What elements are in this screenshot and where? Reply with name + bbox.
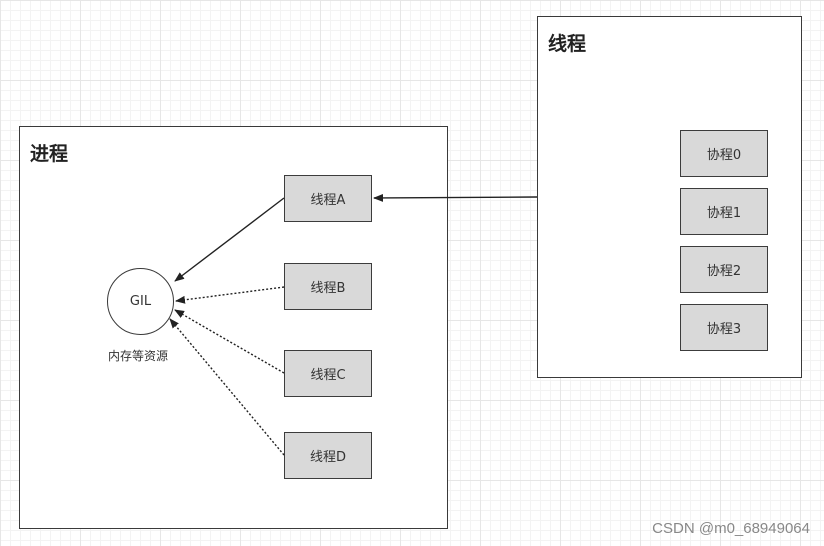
- gil-node: GIL: [107, 268, 174, 335]
- thread-b-box: 线程B: [284, 263, 372, 310]
- resource-caption: 内存等资源: [108, 349, 169, 363]
- thread-c-box: 线程C: [284, 350, 372, 397]
- thread-title: 线程: [548, 33, 587, 55]
- thread-a-box: 线程A: [284, 175, 372, 222]
- process-frame: 进程: [19, 126, 448, 529]
- thread-a-label: 线程A: [310, 193, 346, 208]
- watermark: CSDN @m0_68949064: [652, 520, 810, 537]
- thread-d-box: 线程D: [284, 432, 372, 479]
- coroutine-2-label: 协程2: [706, 264, 742, 279]
- thread-b-label: 线程B: [310, 281, 346, 296]
- coroutine-0-label: 协程0: [706, 148, 742, 163]
- thread-d-label: 线程D: [309, 450, 346, 465]
- gil-label: GIL: [129, 294, 152, 309]
- coroutine-3-label: 协程3: [706, 322, 742, 337]
- coroutine-3-box: 协程3: [680, 304, 768, 351]
- thread-c-label: 线程C: [310, 368, 346, 383]
- coroutine-1-label: 协程1: [706, 206, 742, 221]
- coroutine-2-box: 协程2: [680, 246, 768, 293]
- coroutine-1-box: 协程1: [680, 188, 768, 235]
- process-title: 进程: [30, 143, 69, 165]
- coroutine-0-box: 协程0: [680, 130, 768, 177]
